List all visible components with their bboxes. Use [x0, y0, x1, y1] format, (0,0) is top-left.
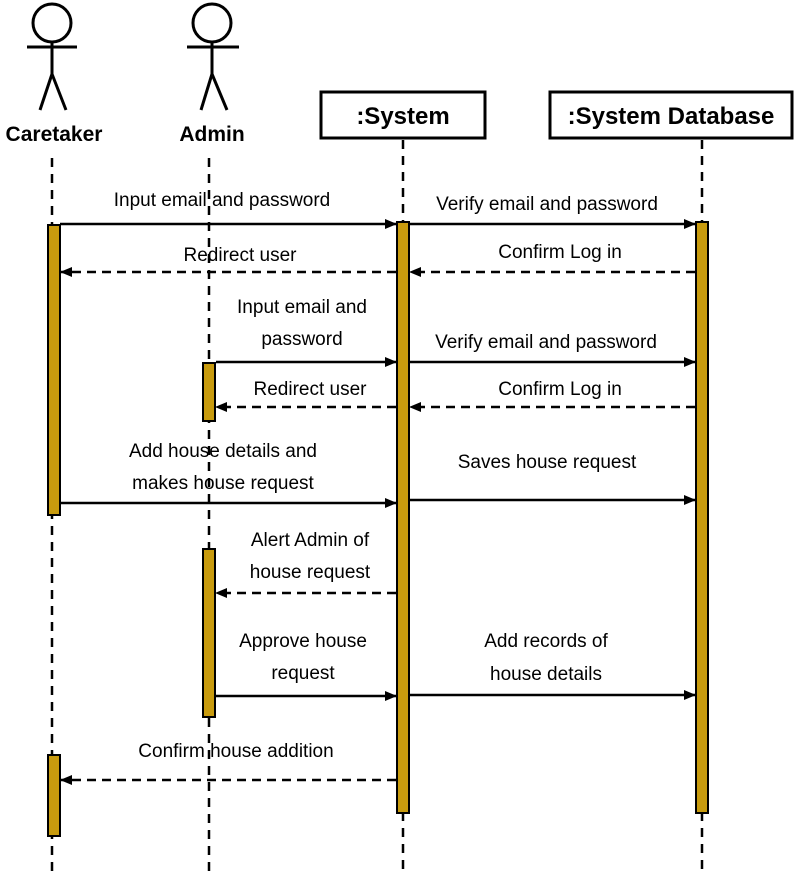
admin-actor-figure — [187, 2, 239, 111]
caretaker-activation-1 — [47, 224, 61, 516]
database-label: :System Database — [568, 103, 775, 130]
admin-activation-2 — [202, 548, 216, 718]
system-label: :System — [356, 103, 449, 130]
message-label-13-line-1: Add records of — [484, 631, 608, 652]
message-label-6: Verify email and password — [435, 332, 657, 353]
message-label-14: Confirm house addition — [138, 741, 333, 762]
admin-activation-1 — [202, 362, 216, 422]
admin-label: Admin — [179, 123, 244, 146]
message-label-3: Redirect user — [184, 245, 298, 266]
message-label-9-line-1: Add house details and — [129, 441, 317, 462]
message-label-7: Redirect user — [254, 379, 368, 400]
message-label-10: Saves house request — [458, 452, 637, 473]
message-label-2: Verify email and password — [436, 194, 658, 215]
system-box — [319, 90, 487, 140]
caretaker-activation-2 — [47, 754, 61, 837]
database-activation — [695, 221, 709, 814]
message-labels: Input email and password Verify email an… — [114, 190, 658, 762]
caretaker-actor-figure — [27, 2, 77, 111]
system-activation — [396, 221, 410, 814]
message-label-12-line-1: Approve house — [239, 631, 367, 652]
caretaker-label: Caretaker — [6, 123, 103, 146]
message-label-1: Input email and password — [114, 190, 331, 211]
activation-bars — [47, 221, 709, 837]
message-label-11-line-1: Alert Admin of — [251, 530, 370, 551]
messages — [60, 219, 696, 785]
message-label-4: Confirm Log in — [498, 242, 622, 263]
message-label-9-line-2: makes house request — [132, 473, 314, 494]
message-label-5-line-2: password — [261, 329, 342, 350]
message-label-8: Confirm Log in — [498, 379, 622, 400]
message-label-12-line-2: request — [271, 663, 335, 684]
database-box — [548, 90, 794, 140]
message-label-5-line-1: Input email and — [237, 297, 367, 318]
message-label-11-line-2: house request — [250, 562, 371, 583]
message-label-13-line-2: house details — [490, 664, 602, 685]
